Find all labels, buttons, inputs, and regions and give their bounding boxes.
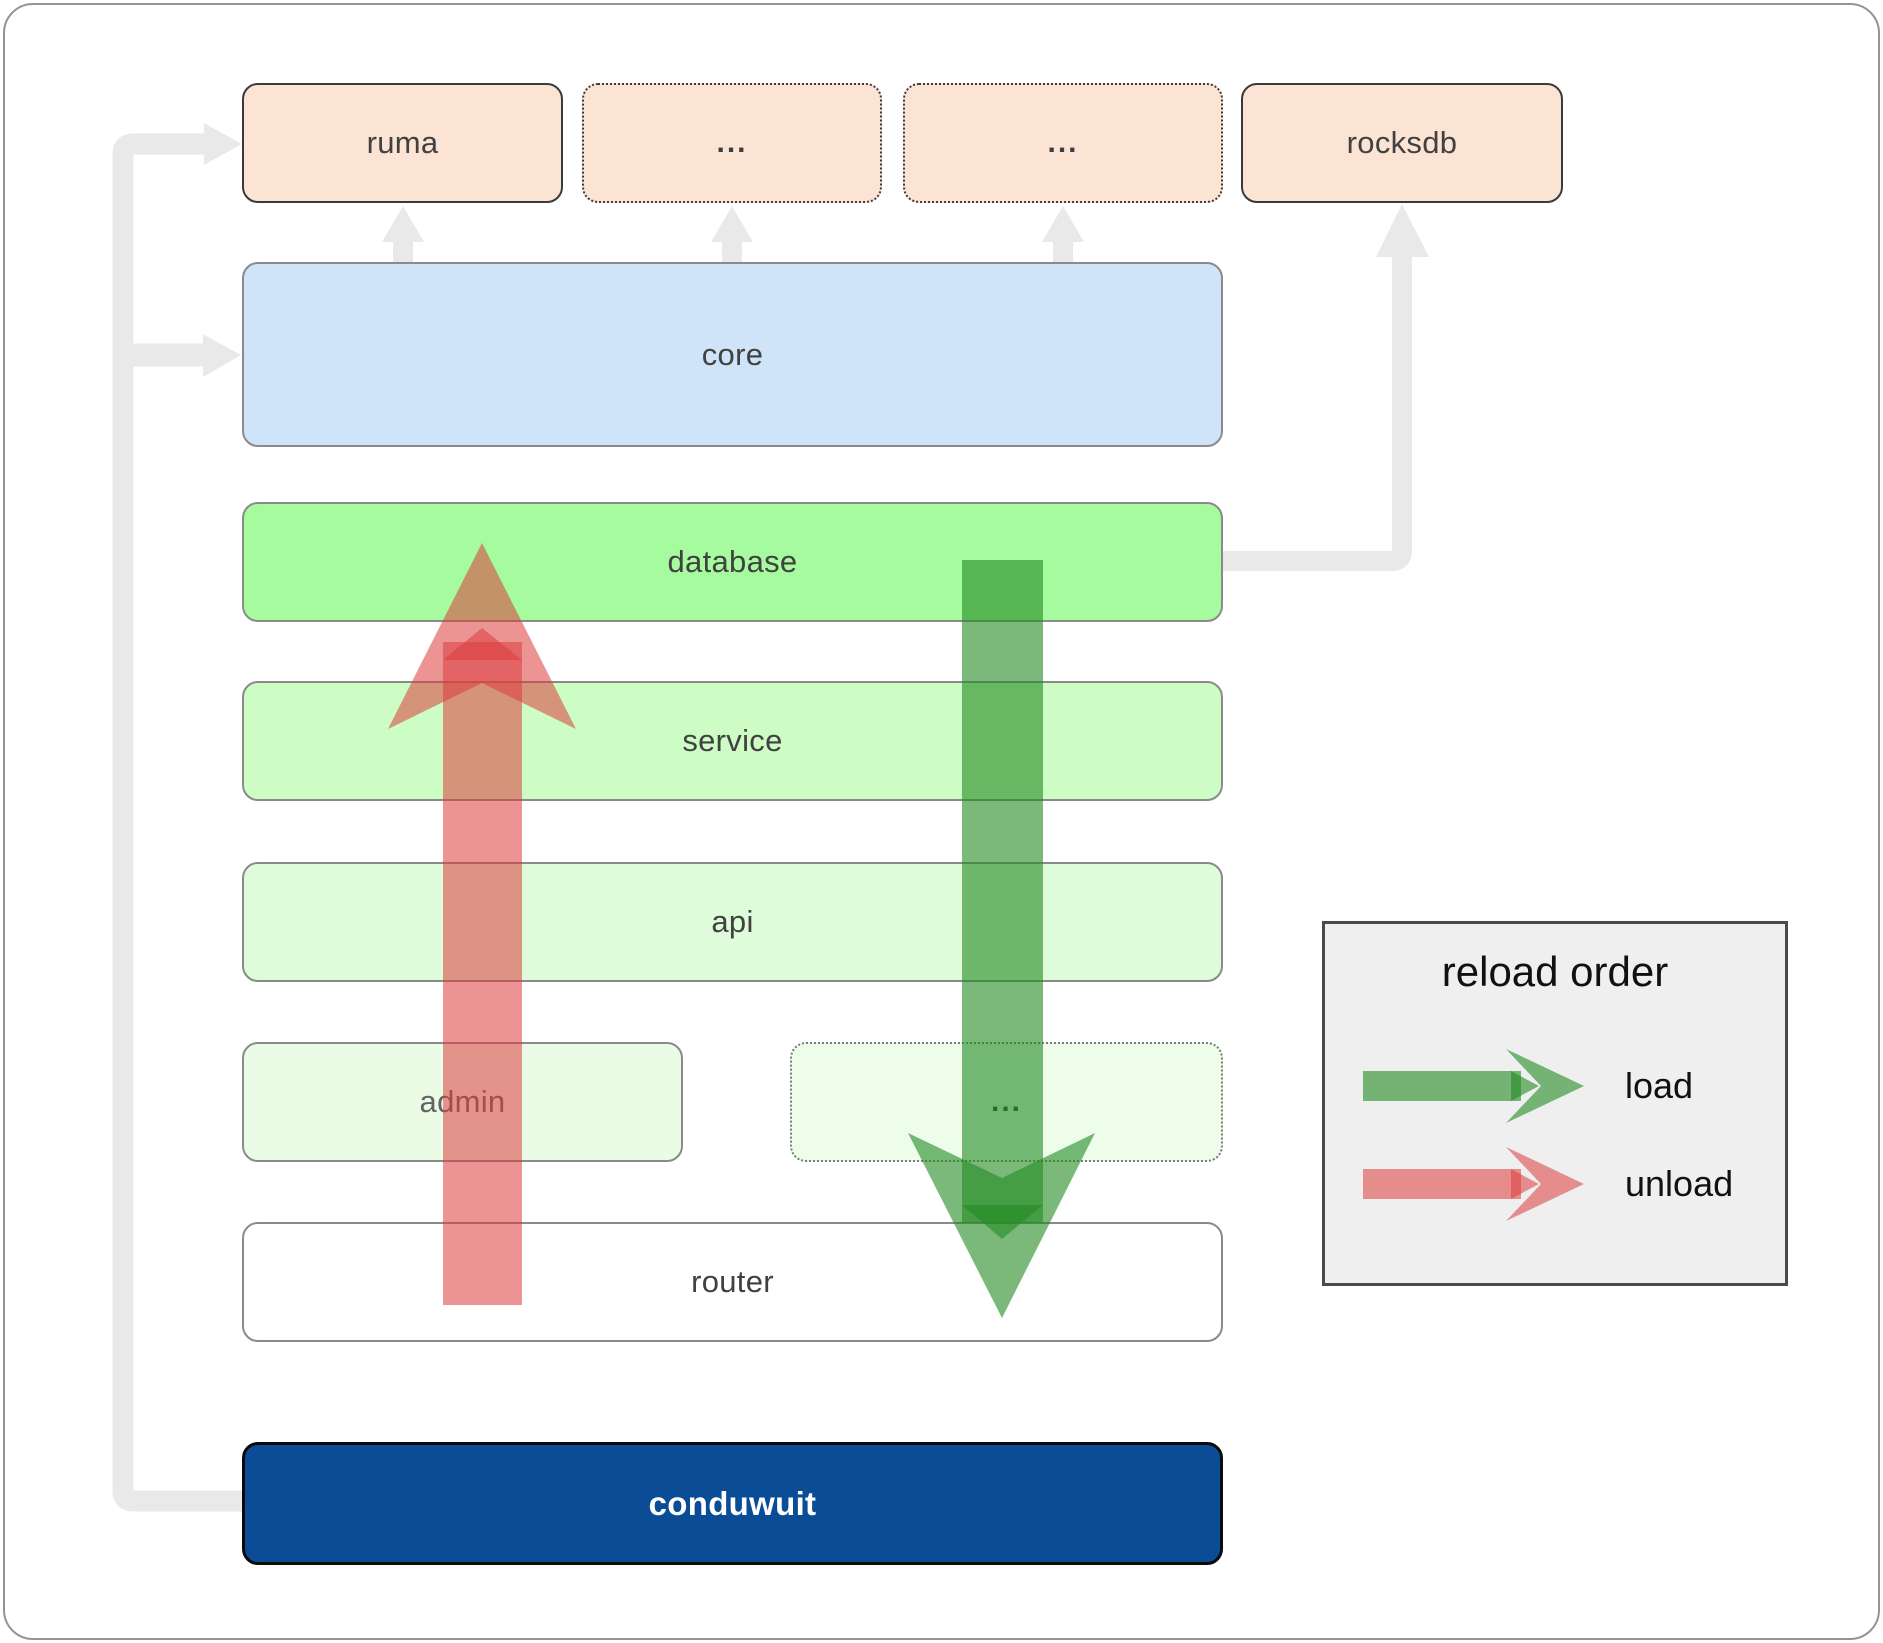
legend-load-label: load	[1625, 1065, 1694, 1106]
box-conduwuit-label: conduwuit	[648, 1484, 817, 1522]
box-ruma: ruma	[242, 83, 563, 203]
legend: reload order load unload	[1322, 921, 1788, 1286]
legend-load-arrow-icon	[1363, 1049, 1584, 1123]
box-admin-label: admin	[419, 1084, 506, 1119]
box-service: service	[242, 681, 1223, 801]
box-ruma-label: ruma	[366, 125, 439, 160]
box-conduwuit: conduwuit	[242, 1442, 1223, 1565]
box-more-top-1-label: ...	[716, 126, 748, 159]
box-rocksdb-label: rocksdb	[1346, 125, 1458, 160]
box-admin: admin	[242, 1042, 683, 1162]
box-router-label: router	[691, 1264, 774, 1299]
diagram-frame	[3, 3, 1880, 1640]
box-database: database	[242, 502, 1223, 622]
box-more-top-2: ...	[903, 83, 1223, 203]
box-core: core	[242, 262, 1223, 447]
box-service-label: service	[682, 723, 783, 758]
legend-title: reload order	[1441, 948, 1669, 995]
box-database-label: database	[667, 544, 798, 579]
box-api: api	[242, 862, 1223, 982]
box-api-label: api	[711, 904, 754, 939]
box-more-bottom-label: ...	[990, 1085, 1022, 1118]
box-more-bottom: ...	[790, 1042, 1223, 1162]
box-more-top-1: ...	[582, 83, 882, 203]
box-rocksdb: rocksdb	[1241, 83, 1563, 203]
legend-unload-label: unload	[1625, 1163, 1734, 1204]
box-router: router	[242, 1222, 1223, 1342]
box-core-label: core	[701, 336, 764, 372]
box-more-top-2-label: ...	[1047, 126, 1079, 159]
legend-unload-arrow-icon	[1363, 1147, 1584, 1221]
